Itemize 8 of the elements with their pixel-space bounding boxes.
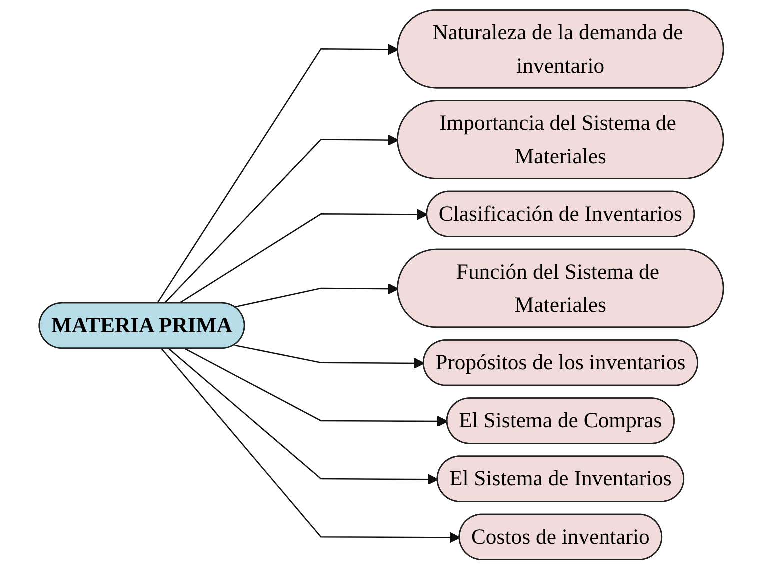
arrow: [178, 209, 428, 304]
arrow: [234, 344, 425, 370]
arrow: [156, 44, 399, 304]
arrow: [161, 348, 461, 544]
arrow: [184, 348, 448, 428]
arrow: [234, 283, 399, 308]
arrow: [164, 134, 399, 304]
arrow: [168, 348, 439, 486]
